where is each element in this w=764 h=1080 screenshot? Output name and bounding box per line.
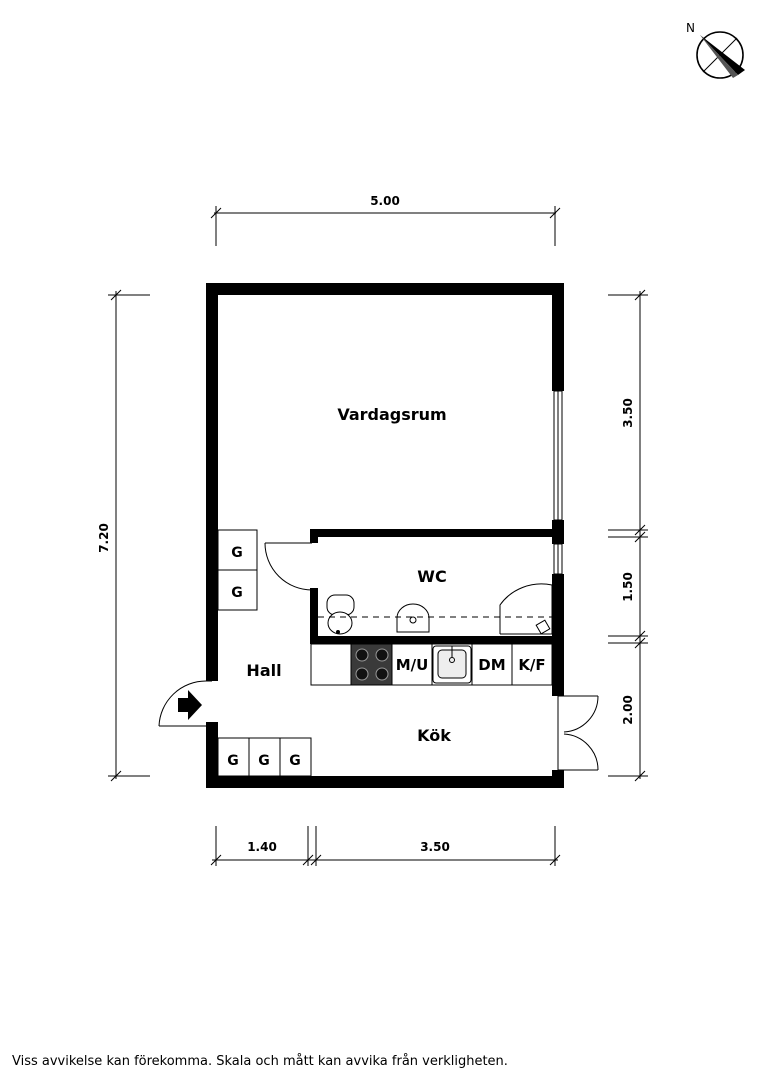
storage-cabinets-lower: [217, 737, 312, 777]
room-label-living: Vardagsrum: [337, 405, 446, 424]
wall-wc-left-lower: [310, 588, 318, 644]
wall-wc-top: [310, 529, 560, 537]
dimension-left-height: [108, 289, 150, 782]
entrance-door-icon[interactable]: [158, 680, 212, 727]
storage-label: G: [227, 753, 239, 769]
storage-label: G: [231, 545, 243, 561]
dimension-label-right-bottom: 2.00: [621, 695, 635, 725]
compass-north-label: N: [686, 21, 695, 35]
wc-door-icon[interactable]: [264, 542, 313, 591]
outer-walls: [206, 283, 564, 788]
appliance-label-microwave: M/U: [396, 656, 429, 674]
dimension-label-top: 5.00: [370, 194, 400, 208]
wall-wc-left-upper: [310, 529, 318, 543]
appliance-label-fridge-freezer: K/F: [518, 656, 545, 674]
dimension-label-bottom-left: 1.40: [247, 840, 277, 854]
washbasin-icon: [396, 603, 430, 633]
dimension-label-bottom-right: 3.50: [420, 840, 450, 854]
dimension-bottom: [210, 826, 561, 866]
wall-left-lower: [206, 722, 218, 788]
room-label-hall: Hall: [246, 661, 281, 680]
wall-top: [206, 283, 564, 295]
wall-right-mid2: [552, 574, 564, 696]
wc-walls: [310, 529, 560, 644]
toilet-icon: [326, 594, 355, 635]
window-living: [553, 390, 563, 521]
compass-needle-tail: [700, 35, 738, 78]
shower-icon: [499, 583, 553, 635]
dimension-label-left: 7.20: [97, 523, 111, 553]
window-wc: [553, 543, 563, 575]
room-label-wc: WC: [417, 567, 446, 586]
compass: N: [686, 21, 745, 79]
dimension-right: [608, 289, 648, 782]
wall-left-upper: [206, 283, 218, 681]
appliance-label-dishwasher: DM: [478, 656, 505, 674]
compass-circle: [696, 31, 744, 79]
storage-cabinet: [279, 737, 312, 777]
dimension-label-right-middle: 1.50: [621, 572, 635, 602]
wall-right-lower: [552, 770, 564, 788]
sink-icon: [432, 645, 472, 684]
wall-bottom: [206, 776, 564, 788]
kitchen-door-icon[interactable]: [557, 695, 599, 771]
wall-wc-bottom: [310, 636, 560, 644]
storage-label: G: [231, 585, 243, 601]
stove-icon: [350, 643, 393, 686]
disclaimer-text: Viss avvikelse kan förekomma. Skala och …: [12, 1054, 508, 1069]
storage-cabinets-upper: [217, 529, 258, 611]
compass-needle-icon: [700, 35, 745, 75]
storage-label: G: [258, 753, 270, 769]
wall-right-upper: [552, 283, 564, 391]
dimension-top-width: [210, 206, 561, 246]
storage-label: G: [289, 753, 301, 769]
room-label-kitchen: Kök: [417, 726, 451, 745]
entrance-arrow-icon: [178, 690, 202, 720]
dimension-label-right-top: 3.50: [621, 398, 635, 428]
storage-cabinet: [217, 569, 258, 611]
